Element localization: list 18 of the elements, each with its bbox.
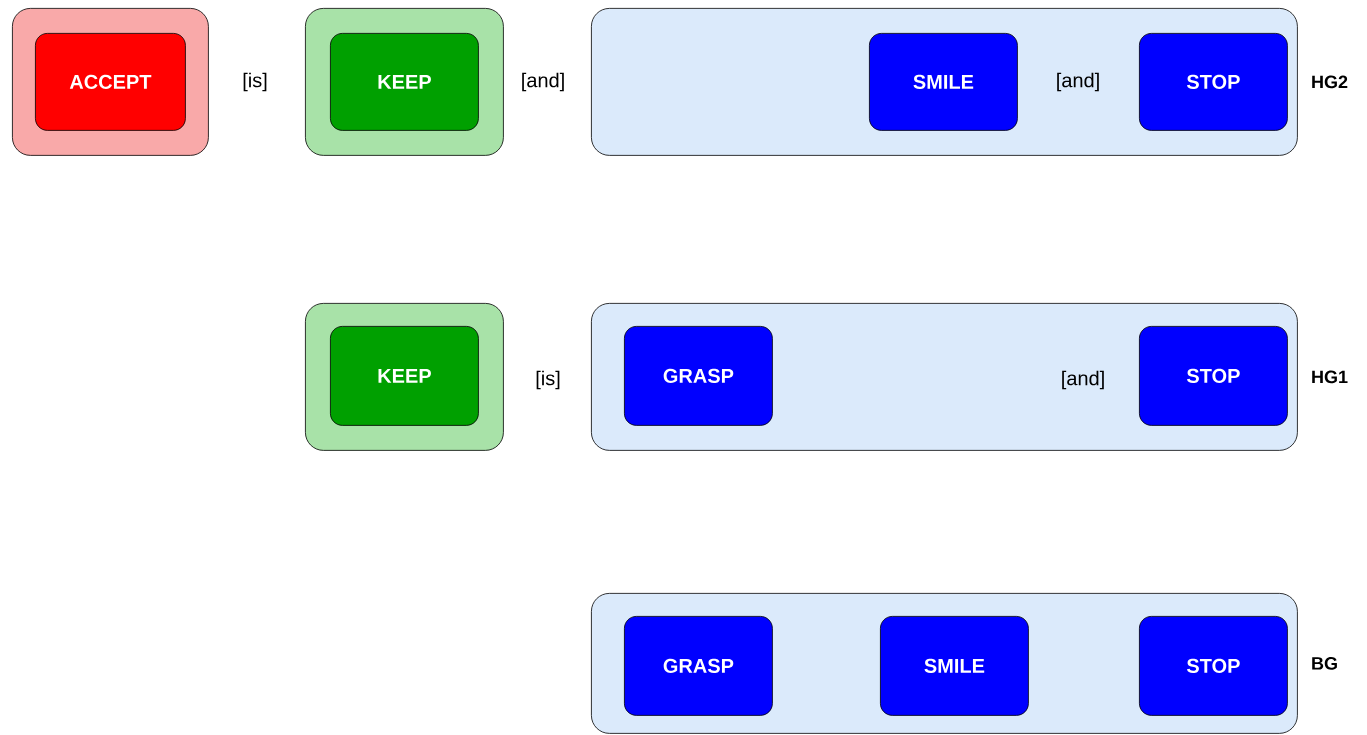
action-box: GRASP	[624, 326, 773, 426]
action-box: SMILE	[880, 616, 1029, 716]
action-box: KEEP	[330, 326, 479, 426]
connector-label: [and]	[522, 72, 564, 92]
connector-label: [and]	[1057, 72, 1099, 92]
action-box: STOP	[1139, 326, 1288, 426]
node-label: BG	[1312, 657, 1337, 670]
connector-label: [and]	[1062, 370, 1104, 390]
action-box: ACCEPT	[35, 33, 186, 131]
node-label: HG2	[1312, 75, 1348, 89]
action-box: STOP	[1139, 33, 1288, 131]
action-box: SMILE	[869, 33, 1018, 131]
connector-label: [is]	[536, 370, 560, 390]
action-box: GRASP	[624, 616, 773, 716]
action-box: KEEP	[330, 33, 479, 131]
action-box: STOP	[1139, 616, 1288, 716]
connector-label: [is]	[243, 72, 267, 92]
node-label: HG1	[1312, 370, 1348, 384]
